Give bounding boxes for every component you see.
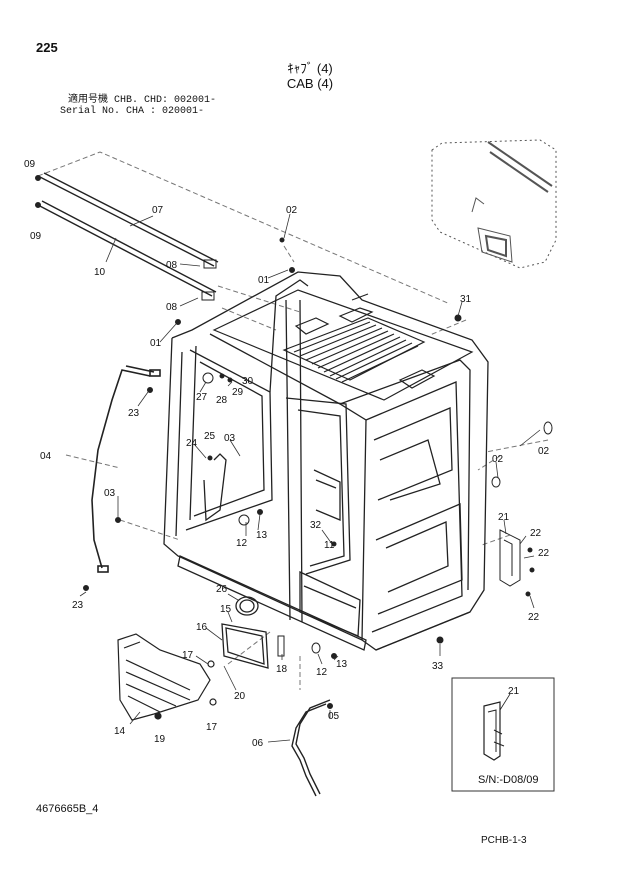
- reference-sketch: [431, 139, 557, 269]
- callout-31: 31: [460, 294, 472, 305]
- callout-06: 06: [252, 738, 264, 749]
- title-japanese: ｷｬﾌﾞ (4): [287, 61, 333, 76]
- callout-01-upper: 01: [258, 275, 270, 286]
- callout-21: 21: [498, 512, 510, 523]
- callout-02-far-right: 02: [538, 446, 550, 457]
- wiper-tube: [291, 699, 331, 797]
- roof-panel: [212, 289, 474, 401]
- washer-hose: [91, 365, 161, 573]
- bracket-21: [499, 529, 521, 587]
- callout-10: 10: [94, 267, 106, 278]
- callout-13-left: 13: [256, 530, 268, 541]
- callout-07: 07: [152, 205, 164, 216]
- serial-inset: 21: [451, 677, 555, 792]
- callout-32: 32: [310, 520, 322, 531]
- callout-01-lower: 01: [150, 338, 162, 349]
- callout-16: 16: [196, 622, 208, 633]
- callout-04: 04: [40, 451, 52, 462]
- fasteners: [83, 237, 535, 709]
- callout-09-bottom: 09: [30, 231, 42, 242]
- callout-03-center: 03: [224, 433, 236, 444]
- applicable-model-line: 適用号機 CHB. CHD: 002001-: [68, 95, 217, 106]
- cab-frame: [163, 271, 489, 651]
- callout-11: 11: [324, 540, 335, 551]
- callout-03-left: 03: [104, 488, 116, 499]
- callout-08-lower: 08: [166, 302, 178, 313]
- guide-lines: [37, 151, 549, 690]
- page-number: 225: [36, 40, 58, 55]
- serial-number-line: Serial No. CHA : 020001-: [60, 106, 205, 117]
- serial-note: S/N:-D08/09: [478, 774, 539, 786]
- side-cover: [117, 633, 217, 721]
- callout-28: 28: [216, 395, 228, 406]
- leader-lines: [79, 213, 541, 743]
- window-parts: [221, 596, 269, 669]
- callout-02-top: 02: [286, 205, 298, 216]
- callout-13-bottom: 13: [336, 659, 348, 670]
- callout-27: 27: [196, 392, 208, 403]
- callout-23-lower: 23: [72, 600, 84, 611]
- callout-22-b: 22: [538, 548, 550, 559]
- callout-19: 19: [154, 734, 166, 745]
- callout-25: 25: [204, 431, 216, 442]
- roof-rails: [35, 172, 219, 301]
- drawing-id: 4676665B_4: [36, 803, 99, 815]
- callout-05: 05: [328, 711, 340, 722]
- inset-part-label: 21: [508, 686, 520, 697]
- callout-22-c: 22: [528, 612, 540, 623]
- callout-23-upper: 23: [128, 408, 140, 419]
- callout-12-left: 12: [236, 538, 248, 549]
- callout-24: 24: [186, 438, 198, 449]
- callout-08-upper: 08: [166, 260, 178, 271]
- callout-14: 14: [114, 726, 126, 737]
- callout-12-bottom: 12: [316, 667, 328, 678]
- callout-20: 20: [234, 691, 246, 702]
- page-code: PCHB-1-3: [481, 835, 527, 846]
- callout-26: 26: [216, 584, 228, 595]
- callout-labels: 09 09 07 10 08 08 01 01 02 31 30 29 28 2…: [24, 159, 550, 749]
- callout-17-lower: 17: [206, 722, 218, 733]
- callout-09-top: 09: [24, 159, 36, 170]
- callout-17-upper: 17: [182, 650, 194, 661]
- callout-30: 30: [242, 376, 254, 387]
- callout-02-right: 02: [492, 454, 504, 465]
- callout-29: 29: [232, 387, 244, 398]
- callout-22-a: 22: [530, 528, 542, 539]
- callout-33: 33: [432, 661, 444, 672]
- title-english: CAB (4): [286, 76, 334, 91]
- callout-15: 15: [220, 604, 232, 615]
- callout-18: 18: [276, 664, 288, 675]
